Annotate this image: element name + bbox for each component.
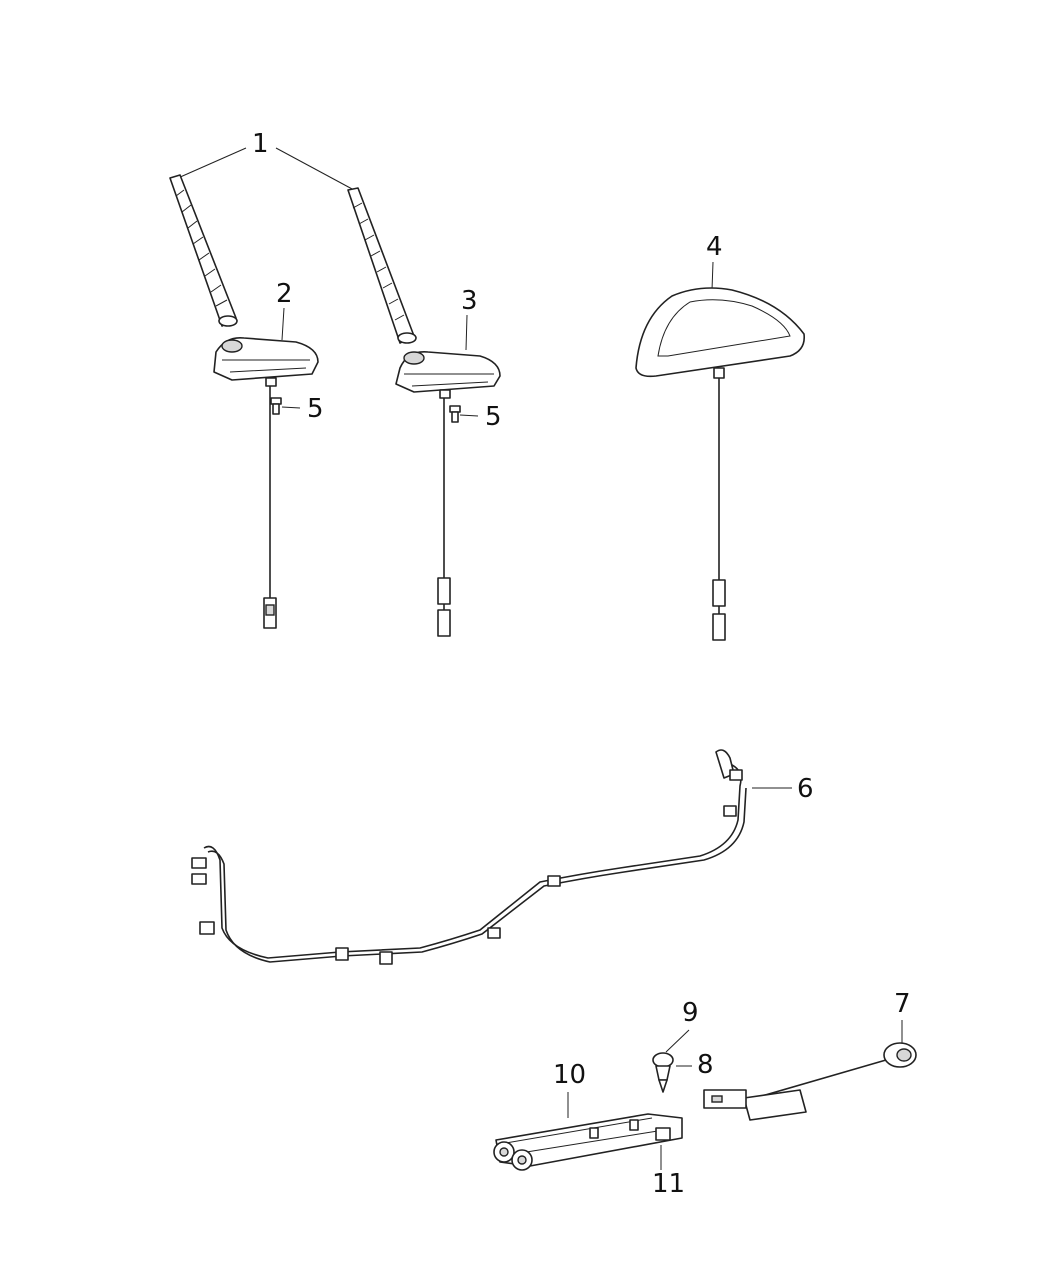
leader-lines (177, 147, 903, 1170)
screw-left (270, 397, 282, 415)
antenna-cable-harness (191, 749, 747, 965)
callout-11: 11 (652, 1169, 685, 1199)
shark-fin-antenna (635, 287, 806, 641)
antenna-base-right (395, 351, 501, 637)
push-pin-fastener (652, 1052, 674, 1093)
callout-3: 3 (461, 286, 478, 316)
antenna-module (493, 1113, 683, 1171)
callout-6: 6 (797, 774, 814, 804)
callout-2: 2 (276, 279, 293, 309)
antenna-base-left (213, 336, 319, 629)
callout-8: 8 (697, 1050, 714, 1080)
antenna-mast-left (169, 174, 238, 327)
callout-7: 7 (894, 989, 911, 1019)
callout-4: 4 (706, 232, 723, 262)
callout-5-right: 5 (485, 402, 502, 432)
screw-right (449, 405, 461, 423)
callout-10: 10 (553, 1060, 586, 1090)
callout-9: 9 (682, 998, 699, 1028)
antenna-mast-right (347, 187, 417, 344)
callout-5-left: 5 (307, 394, 324, 424)
callout-1: 1 (252, 129, 269, 159)
sensor-with-lead (703, 1042, 917, 1121)
